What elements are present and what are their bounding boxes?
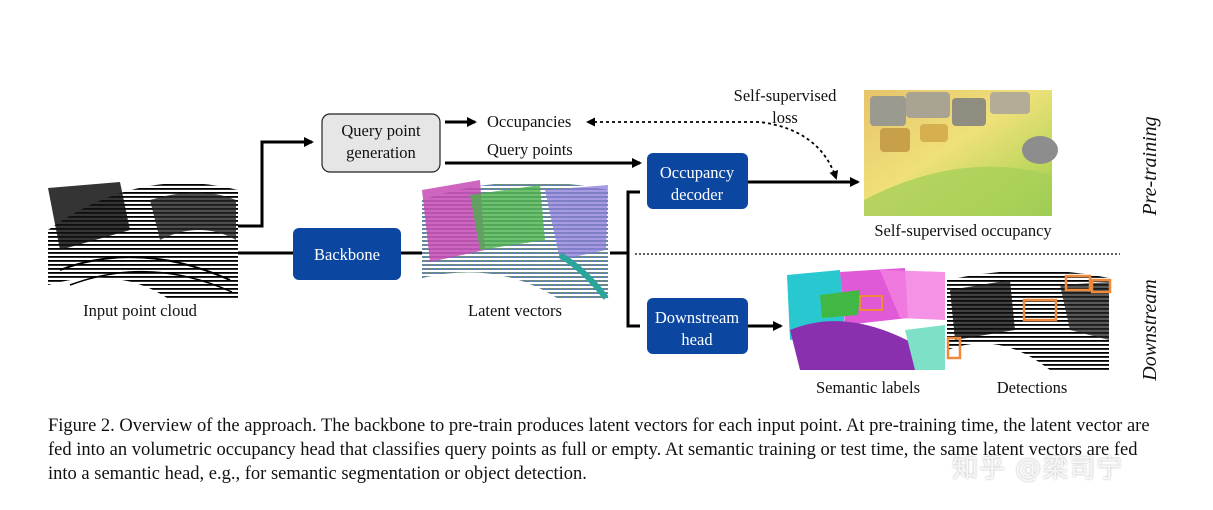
figure-caption: Figure 2. Overview of the approach. The … <box>48 416 1150 484</box>
semantic-labels-image <box>787 268 945 370</box>
watermark: 知乎 @梁司宁 <box>952 454 1124 484</box>
query-box-line1: Query point <box>341 121 421 140</box>
input-to-query-arrow <box>238 137 314 228</box>
semantic-labels-label: Semantic labels <box>816 378 920 397</box>
input-point-cloud-label: Input point cloud <box>83 301 197 320</box>
backbone-label: Backbone <box>314 245 380 264</box>
approach-overview-figure: Input point cloud Query point generation… <box>48 86 1161 397</box>
head-line2: head <box>681 330 713 349</box>
input-point-cloud-image <box>48 180 238 300</box>
split-to-decoder-line <box>626 190 640 253</box>
query-box-line2: generation <box>346 143 416 162</box>
latent-vectors-label: Latent vectors <box>468 301 562 320</box>
head-line1: Downstream <box>655 308 739 327</box>
query-points-label: Query points <box>487 140 573 159</box>
self-supervised-loss-arrow <box>586 117 839 180</box>
self-supervised-occupancy-image <box>864 90 1058 216</box>
loss-label-line2: loss <box>772 108 798 127</box>
downstream-head-box: Downstream head <box>647 298 748 354</box>
ss-occupancy-label: Self-supervised occupancy <box>874 221 1052 240</box>
downstream-side-label: Downstream <box>1139 279 1161 381</box>
pre-training-side-label: Pre-training <box>1139 116 1161 216</box>
decoder-line2: decoder <box>671 185 724 204</box>
occupancies-label: Occupancies <box>487 112 571 131</box>
decoder-line1: Occupancy <box>660 163 735 182</box>
detections-image <box>946 270 1112 370</box>
backbone-box: Backbone <box>293 228 401 280</box>
detections-label: Detections <box>997 378 1068 397</box>
occupancy-decoder-box: Occupancy decoder <box>647 153 748 209</box>
loss-label-line1: Self-supervised <box>734 86 837 105</box>
latent-vectors-image <box>422 178 610 300</box>
split-to-head-line <box>626 253 640 328</box>
query-point-generation-box: Query point generation <box>321 113 441 173</box>
